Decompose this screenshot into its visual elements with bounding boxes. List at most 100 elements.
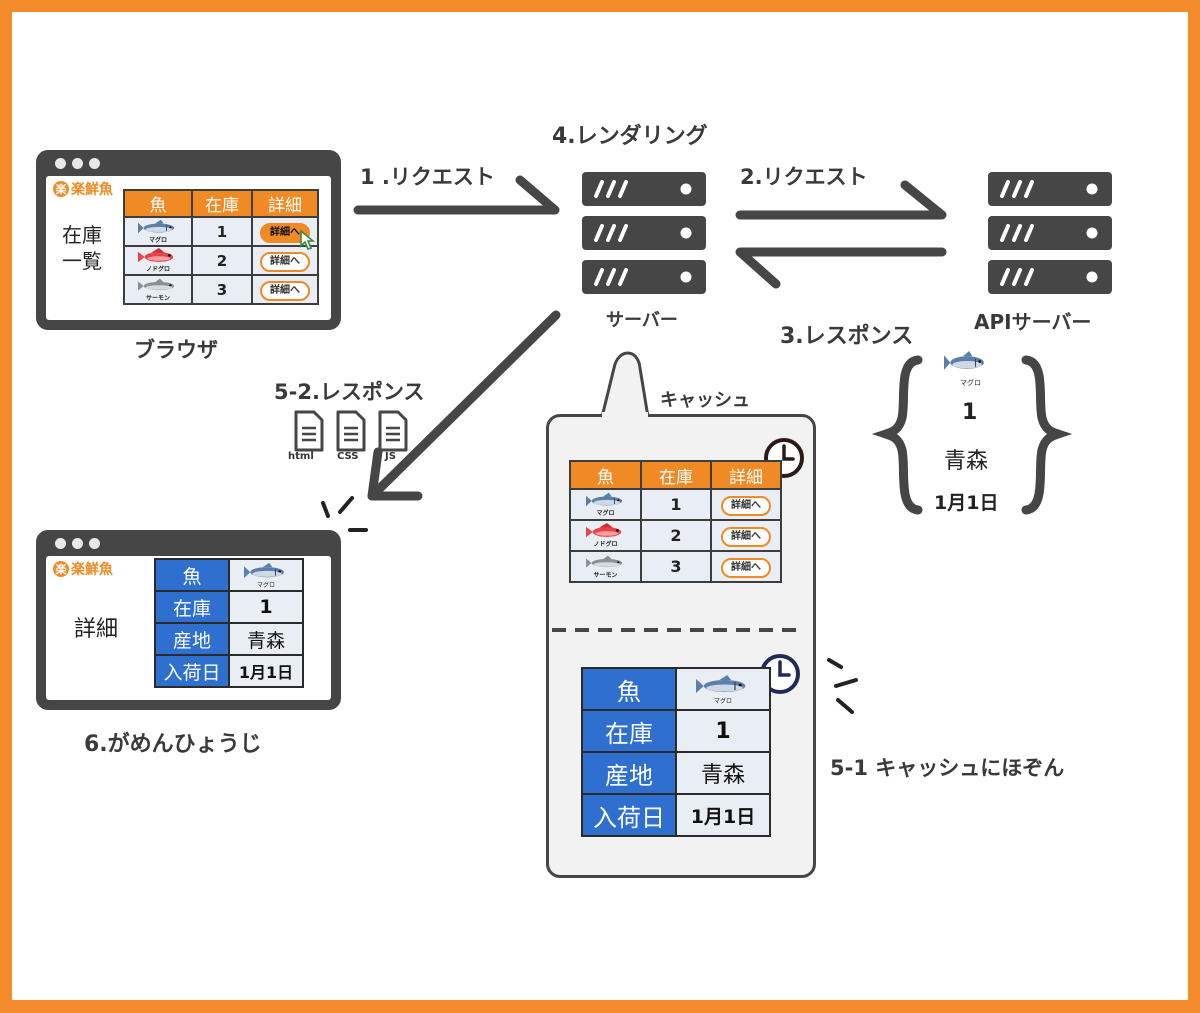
- brand-logo: 楽 楽鮮魚: [53, 179, 113, 199]
- table-row: 在庫 1: [583, 711, 769, 751]
- detail-value: 1: [677, 711, 769, 751]
- window-dot: [89, 538, 100, 549]
- header-fish: 魚: [571, 462, 640, 488]
- inventory-table: 魚 在庫 詳細 マグロ 1 詳細へ ノドグロ 2 詳細へ サーモ: [123, 189, 319, 305]
- detail-link-button[interactable]: 詳細へ: [260, 281, 310, 301]
- brand-name: 楽鮮魚: [71, 182, 113, 198]
- arrow-request-2: [735, 180, 947, 220]
- label-api-server: APIサーバー: [974, 310, 1092, 334]
- detail-key: 在庫: [583, 711, 675, 751]
- fish-caption: サーモン: [145, 295, 170, 302]
- stock-value: 1: [193, 218, 251, 245]
- detail-key: 魚: [156, 560, 228, 590]
- api-fish-caption: マグロ: [960, 379, 981, 387]
- arrow-response-3: [735, 247, 947, 289]
- label-step-5-2: 5-2.レスポンス: [274, 380, 425, 404]
- file-icon: [294, 410, 324, 452]
- api-stock: 1: [962, 400, 978, 425]
- label-step-5-1: 5-1 キャッシュにほぞん: [830, 756, 1065, 780]
- detail-link-button[interactable]: 詳細へ: [721, 496, 771, 516]
- table-row: 産地 青森: [583, 753, 769, 793]
- curly-brace-icon: [1021, 355, 1073, 515]
- table-row: マグロ 1 詳細へ: [125, 218, 317, 250]
- header-detail: 詳細: [712, 462, 780, 488]
- cache-bubble-tail: [600, 351, 650, 418]
- stock-value: 2: [642, 521, 710, 550]
- detail-key: 産地: [156, 624, 228, 654]
- sparkle-icon: [827, 658, 858, 714]
- stock-value: 3: [193, 276, 251, 303]
- table-row: 魚 マグロ: [583, 669, 769, 709]
- detail-value: 1月1日: [677, 795, 769, 835]
- label-cache: キャッシュ: [660, 390, 750, 411]
- detail-link-button[interactable]: 詳細へ: [721, 558, 771, 578]
- stock-value: 1: [642, 490, 710, 519]
- fish-caption: ノドグロ: [145, 266, 170, 273]
- fish-icon: [138, 248, 174, 263]
- table-row: 魚 マグロ: [156, 560, 302, 590]
- window-dot: [72, 538, 83, 549]
- header-detail: 詳細: [253, 191, 317, 216]
- detail-key: 入荷日: [156, 656, 228, 686]
- file-label: JS: [385, 451, 396, 462]
- label-browser: ブラウザ: [134, 338, 218, 362]
- detail-value: 青森: [230, 624, 302, 654]
- brand-icon: 楽: [53, 561, 69, 577]
- api-origin: 青森: [944, 449, 989, 474]
- table-row: 入荷日 1月1日: [583, 795, 769, 835]
- header-stock: 在庫: [642, 462, 710, 488]
- detail-key: 魚: [583, 669, 675, 709]
- brand-icon: 楽: [53, 181, 69, 197]
- fish-caption: マグロ: [256, 581, 275, 589]
- header-stock: 在庫: [193, 191, 251, 216]
- window-dot: [55, 158, 66, 169]
- detail-key: 在庫: [156, 592, 228, 622]
- stock-value: 3: [642, 552, 710, 581]
- detail-table: 魚 マグロ 在庫 1 産地 青森 入荷日 1月1日: [154, 558, 304, 688]
- window-dot: [89, 158, 100, 169]
- brand-name: 楽鮮魚: [71, 562, 113, 578]
- arrow-response-5-2: [367, 310, 561, 501]
- detail-link-button[interactable]: 詳細へ: [721, 527, 771, 547]
- window-dot: [72, 158, 83, 169]
- detail-value: 青森: [677, 753, 769, 793]
- detail-link-button[interactable]: 詳細へ: [260, 223, 310, 243]
- title-line: 一覧: [62, 249, 102, 273]
- api-date: 1月1日: [934, 492, 999, 514]
- file-label: html: [288, 451, 314, 462]
- fish-icon: [696, 673, 747, 694]
- table-row: ノドグロ 2 詳細へ: [125, 247, 317, 274]
- cached-detail-table: 魚 マグロ 在庫 1 産地 青森 入荷日 1月1日: [581, 667, 771, 837]
- label-step-1: 1 .リクエスト: [360, 165, 495, 189]
- server-icon: [580, 170, 708, 296]
- page-title-list: 在庫 一覧: [62, 222, 102, 274]
- label-server: サーバー: [606, 310, 678, 331]
- file-label: CSS: [337, 451, 359, 462]
- fish-icon: [585, 555, 622, 568]
- table-row: サーモン 3 詳細へ: [571, 552, 780, 581]
- fish-icon: [943, 350, 985, 371]
- api-server-icon: [986, 170, 1114, 296]
- table-row: 産地 青森: [156, 624, 302, 654]
- brand-logo: 楽 楽鮮魚: [53, 559, 113, 579]
- fish-caption: マグロ: [713, 697, 732, 705]
- label-step-4: 4.レンダリング: [552, 124, 708, 149]
- header-fish: 魚: [125, 191, 191, 216]
- browser-window-list: 楽 楽鮮魚 在庫 一覧 魚 在庫 詳細 マグロ 1 詳細へ: [36, 150, 341, 330]
- fish-icon: [244, 561, 285, 579]
- label-step-6: 6.がめんひょうじ: [84, 732, 262, 757]
- table-row: ノドグロ 2 詳細へ: [571, 521, 780, 550]
- detail-key: 入荷日: [583, 795, 675, 835]
- table-row: マグロ 1 詳細へ: [571, 490, 780, 519]
- detail-link-button[interactable]: 詳細へ: [260, 252, 310, 272]
- fish-icon: [138, 219, 175, 234]
- fish-icon: [585, 523, 621, 538]
- fish-icon: [138, 278, 175, 291]
- window-dot: [55, 538, 66, 549]
- detail-key: 産地: [583, 753, 675, 793]
- cached-inventory-table: 魚 在庫 詳細 マグロ 1 詳細へ ノドグロ 2 詳細へ サーモン 3 詳細へ: [569, 460, 782, 583]
- sparkle-icon: [321, 496, 368, 532]
- browser-window-detail: 楽 楽鮮魚 詳細 魚 マグロ 在庫 1 産地 青森 入荷日: [36, 530, 341, 710]
